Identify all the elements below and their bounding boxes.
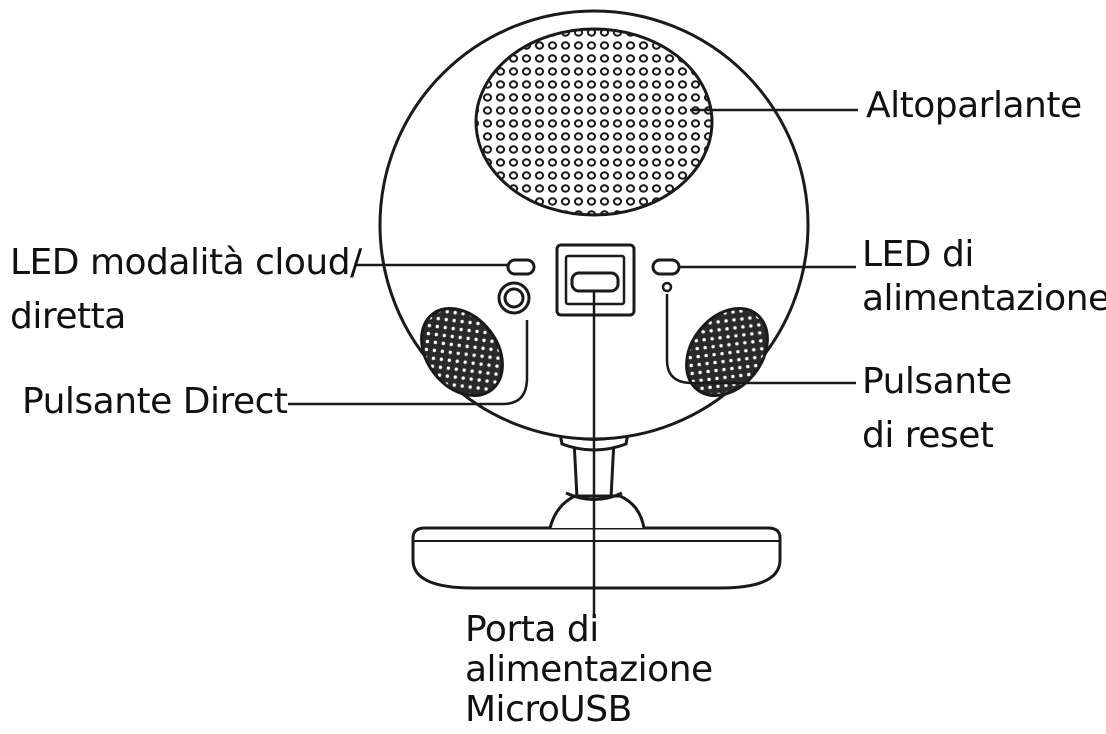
leader-lines — [288, 108, 858, 618]
direct-button-label-line: Pulsante Direct — [22, 381, 288, 422]
reset-pinhole — [661, 281, 673, 293]
usb-port-label: Porta di alimentazione MicroUSB — [465, 610, 713, 730]
reset-button-label-line-1: Pulsante — [862, 361, 1012, 402]
usb-port-label-line-1: Porta di — [465, 609, 599, 650]
cloud-mode-led — [506, 258, 536, 276]
cloud-led-label-line-2: diretta — [10, 296, 126, 337]
cloud-led-label-line-1: LED modalità cloud/ — [10, 242, 362, 283]
reset-button-label-line-2: di reset — [862, 415, 994, 456]
power-led-label-line-1: LED di — [862, 234, 974, 275]
power-led-label-line-2: alimentazione — [862, 278, 1106, 319]
usb-port-label-line-3: MicroUSB — [465, 689, 632, 730]
microusb-port — [555, 243, 636, 317]
direct-button-leader — [288, 320, 529, 406]
speaker-grille — [474, 27, 714, 217]
usb-port-label-line-2: alimentazione — [465, 649, 713, 690]
power-led — [651, 258, 681, 276]
cloud-led-label: LED modalità cloud/ diretta — [10, 241, 362, 339]
stand-base — [411, 494, 782, 590]
speaker-label: Altoparlante — [866, 84, 1082, 128]
speaker-label-line: Altoparlante — [866, 85, 1082, 126]
reset-button-label: Pulsante di reset — [862, 360, 1012, 458]
direct-button — [497, 281, 531, 315]
direct-button-label: Pulsante Direct — [22, 380, 288, 424]
power-led-label: LED di alimentazione — [862, 233, 1106, 321]
side-vent-right — [685, 306, 769, 398]
reset-button-leader — [665, 294, 856, 385]
side-vent-left — [420, 306, 504, 398]
